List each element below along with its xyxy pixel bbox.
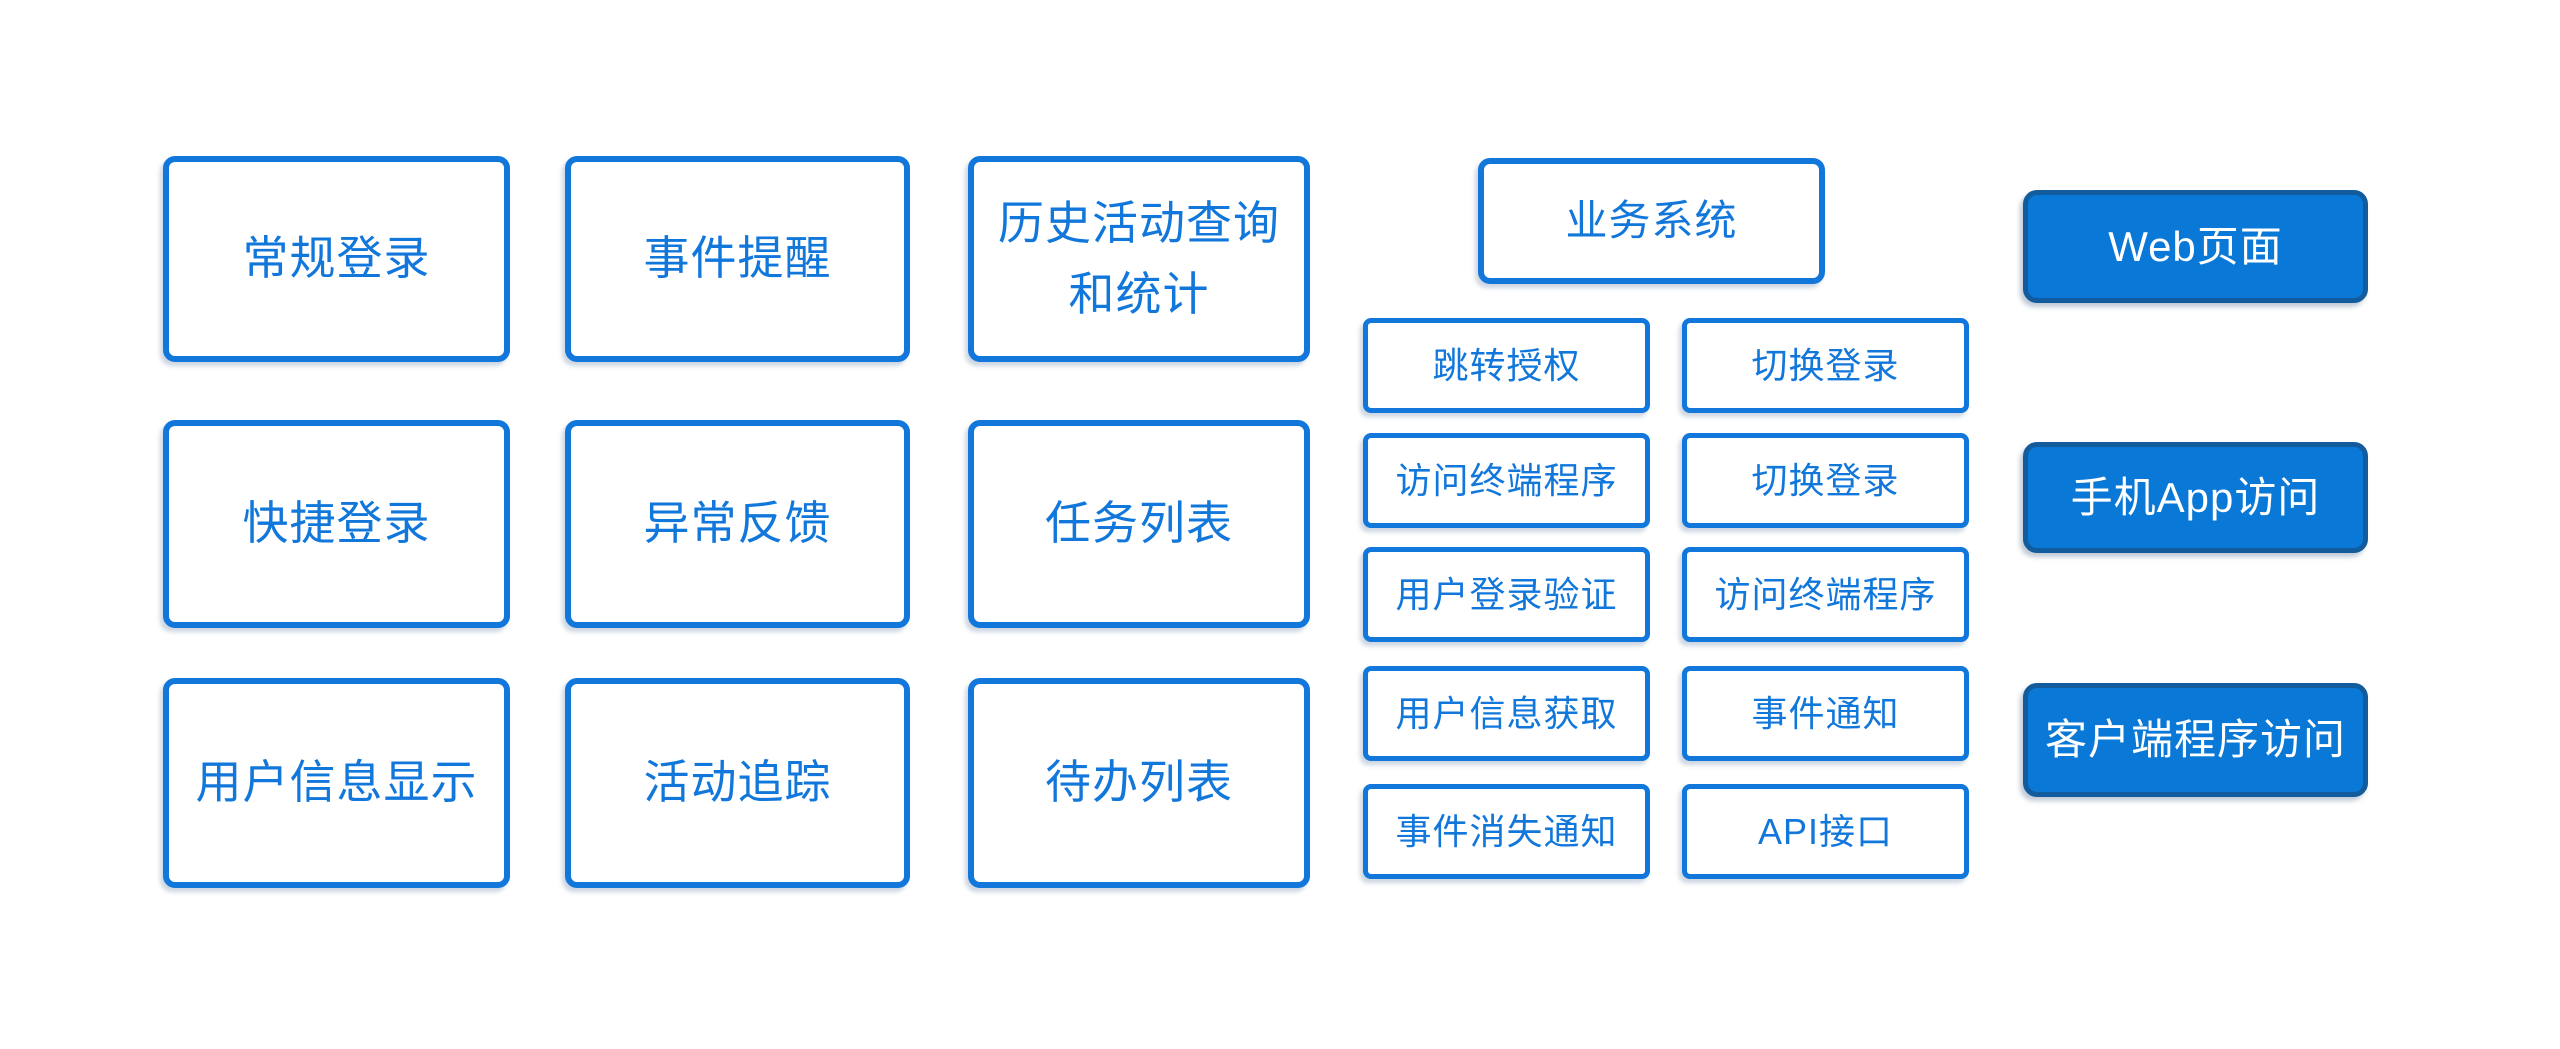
feature-box-label: 异常反馈 <box>643 497 832 550</box>
api-box-user-info-fetch: 用户信息获取 <box>1363 666 1650 761</box>
api-box-label: 访问终端程序 <box>1395 459 1618 501</box>
channel-box-web-page: Web页面 <box>2023 190 2368 303</box>
api-box-user-login-verification: 用户登录验证 <box>1363 547 1650 642</box>
api-box-access-terminal-program-left: 访问终端程序 <box>1363 433 1650 528</box>
channel-box-client-program-access: 客户端程序访问 <box>2023 683 2368 797</box>
business-system-title: 业务系统 <box>1565 197 1738 245</box>
business-system-title-box: 业务系统 <box>1478 158 1825 284</box>
api-box-event-dismiss-notification: 事件消失通知 <box>1363 784 1650 879</box>
channel-box-label: Web页面 <box>2108 222 2283 270</box>
api-box-label: API接口 <box>1757 810 1894 852</box>
feature-box-event-reminder: 事件提醒 <box>565 156 910 362</box>
api-box-label: 访问终端程序 <box>1714 573 1937 615</box>
feature-box-todo-list: 待办列表 <box>968 678 1310 888</box>
api-box-switch-login-1: 切换登录 <box>1682 318 1969 413</box>
feature-box-exception-feedback: 异常反馈 <box>565 420 910 628</box>
api-box-label: 事件通知 <box>1751 692 1900 734</box>
feature-box-history-query-stats: 历史活动查询 和统计 <box>968 156 1310 362</box>
api-box-event-notification: 事件通知 <box>1682 666 1969 761</box>
feature-box-label: 待办列表 <box>1045 756 1233 809</box>
api-box-label: 跳转授权 <box>1432 344 1581 386</box>
api-box-label: 用户信息获取 <box>1395 692 1618 734</box>
api-box-label: 切换登录 <box>1751 459 1900 501</box>
feature-box-task-list: 任务列表 <box>968 420 1310 628</box>
feature-box-label: 历史活动查询 和统计 <box>998 196 1280 320</box>
channel-box-mobile-app-access: 手机App访问 <box>2023 442 2368 553</box>
channel-box-label: 客户端程序访问 <box>2044 716 2346 764</box>
feature-box-user-info-display: 用户信息显示 <box>163 678 510 888</box>
api-box-label: 用户登录验证 <box>1395 573 1618 615</box>
api-box-api-interface: API接口 <box>1682 784 1969 879</box>
api-box-access-terminal-program-right: 访问终端程序 <box>1682 547 1969 642</box>
api-box-switch-login-2: 切换登录 <box>1682 433 1969 528</box>
feature-box-label: 事件提醒 <box>643 232 832 285</box>
feature-box-quick-login: 快捷登录 <box>163 420 510 628</box>
api-box-jump-authorization: 跳转授权 <box>1363 318 1650 413</box>
feature-box-activity-tracking: 活动追踪 <box>565 678 910 888</box>
feature-box-label: 用户信息显示 <box>195 756 478 809</box>
feature-box-label: 任务列表 <box>1045 497 1233 550</box>
api-box-label: 事件消失通知 <box>1395 810 1618 852</box>
channel-box-label: 手机App访问 <box>2070 473 2321 521</box>
feature-box-regular-login: 常规登录 <box>163 156 510 362</box>
api-box-label: 切换登录 <box>1751 344 1900 386</box>
feature-box-label: 活动追踪 <box>643 756 832 809</box>
feature-box-label: 常规登录 <box>242 232 431 285</box>
feature-box-label: 快捷登录 <box>242 497 431 550</box>
